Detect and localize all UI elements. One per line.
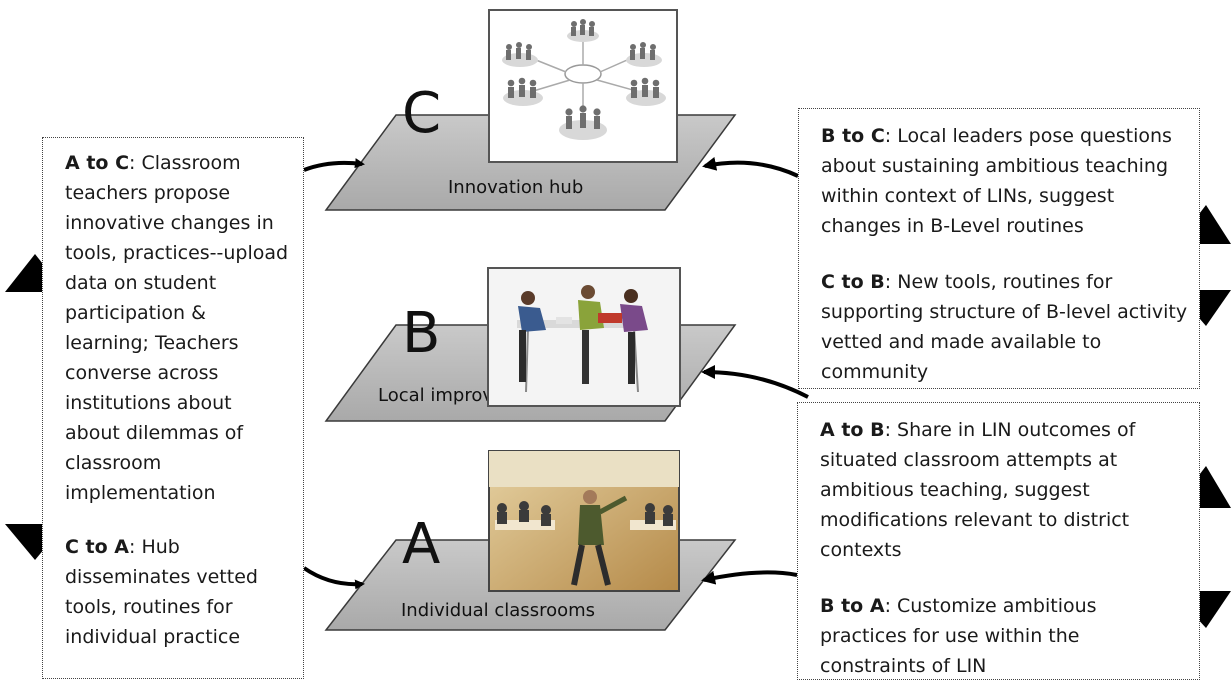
c-to-b-heading: C to B [821, 271, 885, 293]
level-letter-a: A [402, 512, 440, 577]
arrow-right-to-c [702, 156, 799, 178]
classroom-photo [488, 450, 680, 592]
c-to-a-heading: C to A [65, 536, 130, 558]
b-to-c-text: : Local leaders pose questions about sus… [821, 125, 1172, 237]
a-to-c-heading: A to C [65, 152, 130, 174]
team-photo [487, 267, 681, 407]
plane-label-c: Innovation hub [448, 177, 583, 198]
c-to-b-paragraph: C to B: New tools, routines for supporti… [821, 267, 1189, 387]
connector-arrows [302, 156, 809, 590]
arrow-left-to-c [303, 158, 365, 172]
plane-label-a: Individual classrooms [401, 600, 595, 621]
c-to-a-paragraph: C to A: Hub disseminates vetted tools, r… [65, 532, 291, 652]
arrow-right-to-b [701, 365, 809, 399]
b-to-a-text: : Customize ambitious practices for use … [820, 595, 1097, 677]
a-to-c-paragraph: A to C: Classroom teachers propose innov… [65, 148, 291, 508]
right-top-description-box: B to C: Local leaders pose questions abo… [798, 108, 1200, 389]
level-letter-b: B [402, 301, 440, 366]
a-to-b-paragraph: A to B: Share in LIN outcomes of situate… [820, 415, 1189, 565]
a-to-b-heading: A to B [820, 419, 885, 441]
arrow-left-to-a [302, 566, 365, 590]
a-to-b-text: : Share in LIN outcomes of situated clas… [820, 419, 1136, 561]
a-to-c-text: : Classroom teachers propose innovative … [65, 152, 289, 504]
c-to-b-text: : New tools, routines for supporting str… [821, 271, 1188, 383]
b-to-c-paragraph: B to C: Local leaders pose questions abo… [821, 121, 1189, 241]
b-to-a-paragraph: B to A: Customize ambitious practices fo… [820, 591, 1189, 681]
b-to-a-heading: B to A [820, 595, 885, 617]
level-letter-c: C [402, 81, 441, 146]
right-bottom-description-box: A to B: Share in LIN outcomes of situate… [797, 402, 1200, 680]
left-description-box: A to C: Classroom teachers propose innov… [42, 137, 304, 679]
innovation-hub-image [488, 9, 678, 163]
c-to-a-text: : Hub disseminates vetted tools, routine… [65, 536, 258, 648]
arrow-right-to-a [701, 570, 798, 585]
b-to-c-heading: B to C [821, 125, 885, 147]
